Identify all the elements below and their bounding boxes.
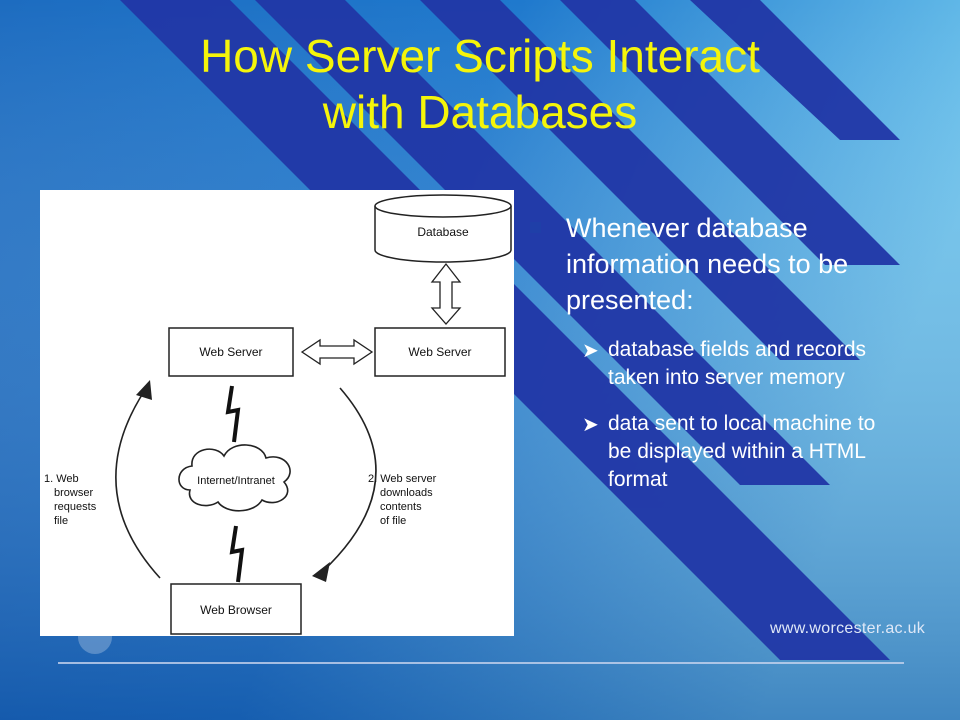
client-server-diagram: Database Web Server Web Server Internet/…: [40, 190, 514, 636]
square-bullet-icon: [530, 222, 541, 233]
db-server-arrow: [430, 262, 462, 325]
step2-line: 2. Web server: [368, 473, 437, 485]
step1-line: file: [54, 515, 68, 527]
step2-line: downloads: [380, 487, 433, 499]
download-arc-arrow: [321, 387, 377, 573]
main-bullet: Whenever database information needs to b…: [528, 210, 898, 318]
internet-cloud: Internet/Intranet: [178, 444, 291, 512]
server-server-arrow: [300, 338, 374, 366]
sub-bullet-text: data sent to local machine to be display…: [608, 412, 876, 491]
footer-url: www.worcester.ac.uk: [770, 620, 926, 637]
bullet-list: Whenever database information needs to b…: [528, 210, 898, 494]
main-bullet-text: Whenever database information needs to b…: [566, 213, 849, 315]
web-browser-box: Web Browser: [170, 583, 302, 635]
network-label: Internet/Intranet: [197, 475, 275, 487]
database-cylinder: Database: [374, 194, 512, 263]
step1-line: requests: [54, 501, 97, 513]
lightning-top-icon: [225, 385, 241, 443]
step2-label: 2. Web server downloads contents of file: [368, 473, 437, 527]
university-logo-icon: [78, 620, 112, 654]
sub-bullet: ➤ data sent to local machine to be displ…: [528, 410, 898, 494]
web-server-left-label: Web Server: [199, 345, 262, 359]
sub-bullet-text: database fields and records taken into s…: [608, 338, 866, 389]
slide-title: How Server Scripts Interact with Databas…: [60, 28, 900, 140]
step1-line: browser: [54, 487, 93, 499]
request-arc-arrow: [115, 389, 161, 579]
request-arrowhead: [136, 380, 152, 400]
web-server-right-box: Web Server: [374, 327, 506, 377]
step1-line: 1. Web: [44, 473, 79, 485]
web-browser-label: Web Browser: [200, 603, 272, 617]
database-label: Database: [417, 225, 469, 239]
title-line-1: How Server Scripts Interact: [200, 30, 760, 82]
arrow-bullet-icon: ➤: [582, 414, 599, 436]
step2-line: of file: [380, 515, 406, 527]
lightning-bottom-icon: [229, 525, 245, 583]
arrow-bullet-icon: ➤: [582, 340, 599, 362]
title-line-2: with Databases: [322, 86, 638, 138]
web-server-left-box: Web Server: [168, 327, 294, 377]
footer-divider: [58, 662, 904, 664]
download-arrowhead: [312, 562, 330, 582]
step2-line: contents: [380, 501, 422, 513]
sub-bullet: ➤ database fields and records taken into…: [528, 336, 898, 392]
web-server-right-label: Web Server: [408, 345, 471, 359]
step1-label: 1. Web browser requests file: [44, 473, 97, 527]
